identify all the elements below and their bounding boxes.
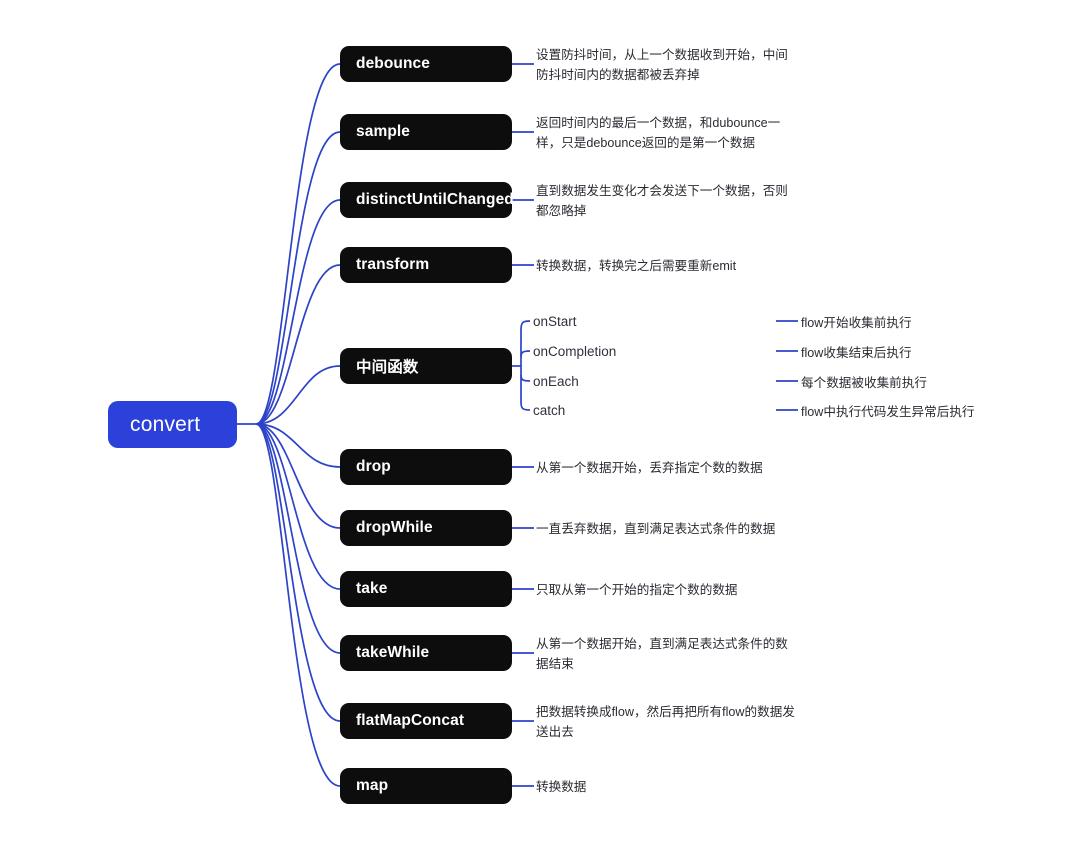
node-middle-functions[interactable]: 中间函数	[340, 348, 512, 384]
root-node-convert[interactable]: convert	[108, 401, 237, 448]
node-label: flatMapConcat	[356, 712, 465, 729]
edge-root-distinctuntilchanged	[255, 199, 341, 425]
description-dropwhile: 一直丢弃数据，直到满足表达式条件的数据	[536, 522, 776, 536]
description-debounce: 设置防抖时间，从上一个数据收到开始，中间防抖时间内的数据都被丢弃掉	[536, 48, 788, 82]
node-label: distinctUntilChanged	[356, 191, 514, 208]
node-map[interactable]: map	[340, 768, 512, 804]
edge-root-map	[255, 423, 341, 787]
edge-root-drop	[255, 423, 341, 468]
node-distinctuntilchanged[interactable]: distinctUntilChanged	[340, 182, 514, 218]
node-label: dropWhile	[356, 519, 433, 536]
node-transform[interactable]: transform	[340, 247, 512, 283]
node-takewhile[interactable]: takeWhile	[340, 635, 512, 671]
node-label: sample	[356, 123, 411, 140]
edge-root-middle-functions	[255, 365, 341, 425]
node-flatmapconcat[interactable]: flatMapConcat	[340, 703, 512, 739]
edge-root-take	[255, 423, 341, 590]
description-sample: 返回时间内的最后一个数据，和dubounce一样，只是debounce返回的是第…	[536, 116, 781, 150]
edge-root-debounce	[255, 63, 341, 425]
leaf-onstart[interactable]: onStart	[533, 314, 577, 329]
node-label: take	[356, 580, 388, 597]
edge-root-flatmapconcat	[255, 423, 341, 722]
edge-root-dropwhile	[255, 423, 341, 529]
edge-root-sample	[255, 131, 341, 425]
description-drop: 从第一个数据开始，丢弃指定个数的数据	[536, 461, 763, 475]
node-label: map	[356, 777, 389, 794]
node-drop[interactable]: drop	[340, 449, 512, 485]
description-catch: flow中执行代码发生异常后执行	[801, 405, 975, 419]
leaf-oncompletion[interactable]: onCompletion	[533, 344, 617, 359]
description-transform: 转换数据，转换完之后需要重新emit	[536, 259, 737, 273]
description-takewhile: 从第一个数据开始，直到满足表达式条件的数据结束	[536, 637, 788, 671]
description-oncompletion: flow收集结束后执行	[801, 346, 912, 360]
node-label: debounce	[356, 55, 431, 72]
node-label: transform	[356, 256, 430, 273]
node-label: drop	[356, 458, 391, 475]
node-label: takeWhile	[356, 644, 430, 661]
node-dropwhile[interactable]: dropWhile	[340, 510, 512, 546]
description-oneach: 每个数据被收集前执行	[801, 376, 927, 390]
node-label: 中间函数	[356, 359, 419, 376]
description-flatmapconcat: 把数据转换成flow，然后再把所有flow的数据发送出去	[536, 705, 795, 739]
description-distinctuntilchanged: 直到数据发生变化才会发送下一个数据，否则都忽略掉	[536, 184, 788, 218]
node-debounce[interactable]: debounce	[340, 46, 512, 82]
description-take: 只取从第一个开始的指定个数的数据	[536, 583, 738, 597]
node-take[interactable]: take	[340, 571, 512, 607]
leaf-oneach[interactable]: onEach	[533, 374, 579, 389]
edge-middle-onstart	[520, 320, 531, 331]
description-onstart: flow开始收集前执行	[801, 316, 912, 330]
edge-middle-oncompletion	[520, 350, 531, 358]
root-node-label: convert	[130, 412, 201, 436]
description-map: 转换数据	[536, 780, 587, 794]
edge-middle-catch	[520, 401, 531, 411]
edge-middle-oneach	[520, 374, 531, 382]
leaf-catch[interactable]: catch	[533, 403, 566, 418]
node-sample[interactable]: sample	[340, 114, 512, 150]
edge-root-transform	[255, 264, 341, 425]
edge-root-takewhile	[255, 423, 341, 654]
